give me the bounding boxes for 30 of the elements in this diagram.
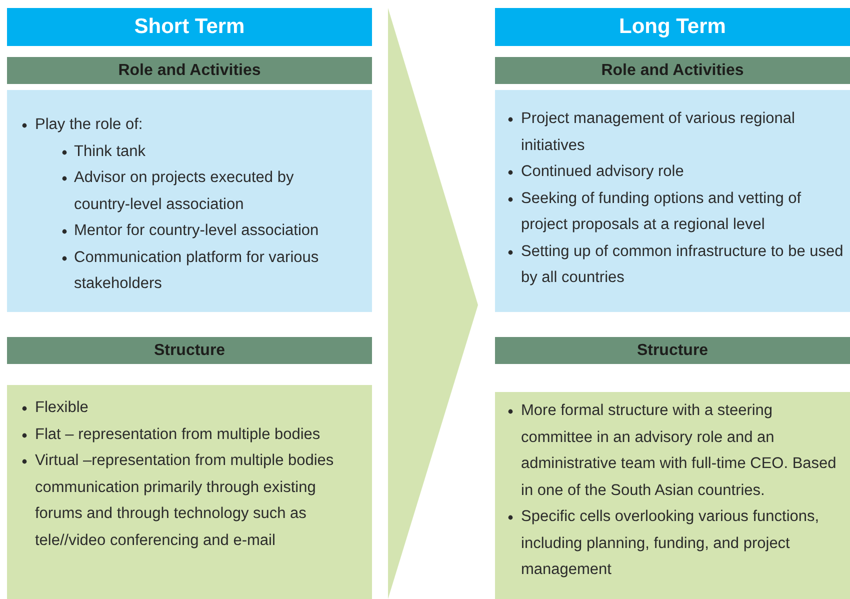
bullet-text: Mentor for country-level association [74, 222, 319, 239]
bullet-text: Project management of various regional initiatives [521, 110, 795, 154]
bullet-text: Setting up of common infrastructure to be used by all countries [521, 242, 844, 286]
section-band [7, 337, 372, 364]
bullet-text: Flexible [35, 399, 88, 416]
bullet-text: Flat – representation from multiple bodies [35, 426, 320, 442]
heading-text: Short Term [134, 15, 245, 39]
heading-text: Long Term [619, 15, 726, 39]
content-panel [7, 385, 372, 599]
bullet-text: More formal structure with a steering committee in an advisory role and an administrative team with full-time CEO. Based in one of the South Asian countries. [521, 402, 836, 498]
bullet-text: Seeking of funding options and vetting of project proposals at a regional level [521, 190, 802, 233]
heading-text: Structure [154, 342, 226, 360]
bullet-text: Advisor on projects executed by country-level association [74, 169, 294, 212]
column-header [7, 8, 372, 46]
heading-text: Structure [636, 342, 708, 360]
heading-text: Role and Activities [601, 62, 744, 80]
bullet-text: Virtual –representation from multiple bodies communication primarily through existing forums and through technology such as tele//video conferencing and e-mail [35, 452, 334, 548]
bullet-text: Communication platform for various stakeholders [74, 248, 319, 292]
bullet-text: Play the role of: [35, 116, 143, 133]
heading-text: Role and Activities [118, 62, 261, 80]
column-header [495, 8, 850, 46]
content-panel [495, 90, 850, 312]
bullet-text: Think tank [74, 142, 146, 160]
section-band [7, 57, 372, 84]
content-panel [7, 90, 372, 312]
section-band [495, 57, 850, 84]
section-band [495, 337, 850, 364]
bullet-text: Continued advisory role [521, 163, 684, 180]
content-panel [495, 392, 850, 599]
bullet-text: Specific cells overlooking various functions, including planning, funding, and project management [521, 508, 820, 578]
